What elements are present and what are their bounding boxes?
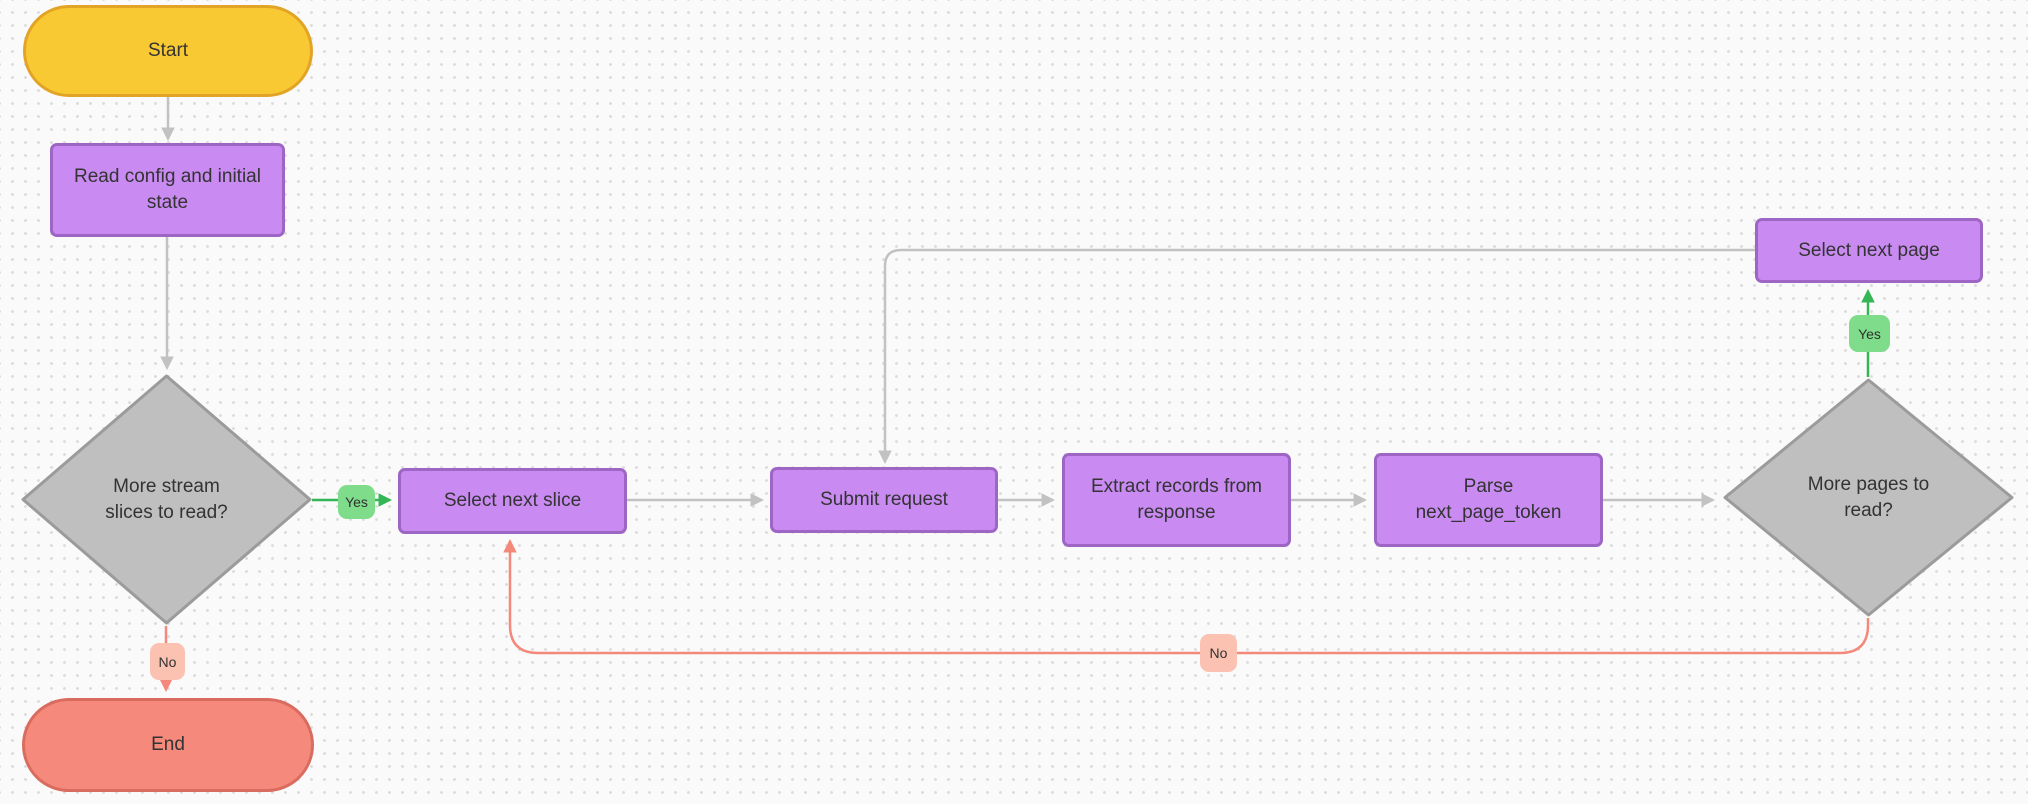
read-config-node-label: Read config and initial state [74, 166, 261, 213]
more-slices-decision-node: More stream slices to read? [20, 373, 313, 626]
edge-more-pages-no-to-select-slice [503, 538, 1870, 655]
no-edge-label: No [1200, 634, 1237, 672]
extract-records-node-label: Extract records from response [1090, 476, 1263, 523]
yes-edge-label: Yes [338, 485, 375, 519]
more-slices-decision-label: More stream slices to read? [105, 475, 228, 523]
end-node-label: End [151, 734, 185, 756]
select-page-node-label: Select next page [1798, 239, 1940, 261]
edge-select-page-to-submit-request [878, 248, 1755, 465]
parse-token-node-label: Parse next_page_token [1415, 476, 1562, 523]
no-edge-label: No [150, 643, 185, 680]
more-pages-decision-node: More pages to read? [1722, 377, 2015, 618]
submit-request-node-label: Submit request [820, 489, 948, 511]
start-node: Start [23, 5, 313, 97]
more-pages-decision-label: More pages to read? [1807, 473, 1930, 521]
diamond-shape [21, 374, 312, 625]
parse-token-node: Parse next_page_token [1374, 453, 1603, 547]
yes-edge-label: Yes [1849, 315, 1890, 352]
select-slice-node: Select next slice [398, 468, 627, 534]
end-node: End [22, 698, 314, 792]
select-page-node: Select next page [1755, 218, 1983, 283]
submit-request-node: Submit request [770, 467, 998, 533]
start-node-label: Start [147, 40, 189, 62]
select-slice-node-label: Select next slice [443, 490, 582, 512]
extract-records-node: Extract records from response [1062, 453, 1291, 547]
read-config-node: Read config and initial state [50, 143, 285, 237]
diamond-shape [1723, 378, 2014, 617]
